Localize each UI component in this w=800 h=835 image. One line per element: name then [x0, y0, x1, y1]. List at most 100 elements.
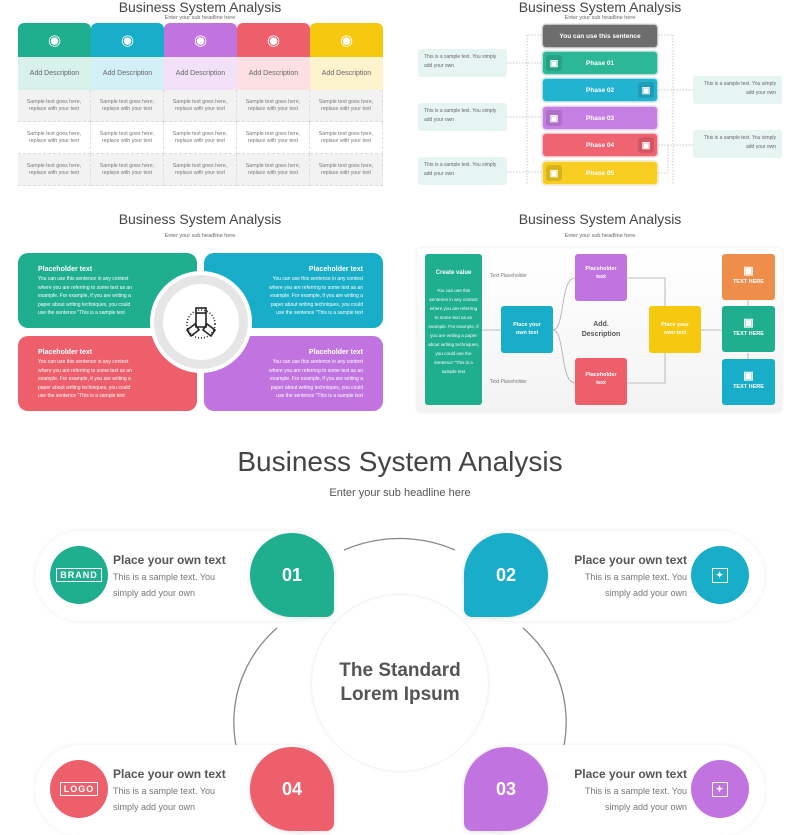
quad-heading: Placeholder text: [308, 349, 363, 356]
place-text-box-2: Place your own text: [649, 306, 701, 353]
table-cell: Sample text goes here, replace with your…: [18, 122, 91, 154]
item-line-1: This is a sample text. You: [113, 572, 216, 582]
column-header-2: ◉: [91, 23, 164, 57]
award-hands-icon: ✦: [691, 546, 749, 604]
output-label: TEXT HERE: [733, 384, 764, 390]
output-box-2: ▣ TEXT HERE: [722, 306, 775, 352]
phase-label: Phase 05: [585, 169, 615, 177]
panel1-title: Business System Analysis: [118, 0, 282, 15]
teamwork-hands-icon: [163, 284, 239, 360]
table-cell: Sample text goes here, replace with your…: [91, 154, 164, 186]
whiteboard-strategy-icon: ◉: [120, 32, 135, 49]
column-header-3: ◉: [164, 23, 237, 57]
add-description: Add. Description: [581, 321, 621, 338]
phase-4: ▣ Phase 04: [542, 133, 658, 157]
center-line-1: The Standard: [339, 660, 461, 681]
panel4-title: Business System Analysis: [518, 211, 682, 227]
step-number-01: 01: [250, 533, 334, 617]
hand-coin-icon: ◉: [193, 32, 208, 49]
item-line-1: This is a sample text. You: [584, 786, 687, 796]
table-cell: Sample text goes here, replace with your…: [91, 122, 164, 154]
item-heading: Place your own text: [113, 767, 226, 781]
quad-heading: Placeholder text: [38, 266, 93, 273]
placeholder-bottom-box: Placeholder text: [575, 358, 627, 405]
phase-label: Phase 01: [585, 59, 615, 67]
panel2-title: Business System Analysis: [518, 0, 682, 15]
table-cell: Sample text goes here, replace with your…: [310, 154, 383, 186]
laptop-icon: ▣: [546, 55, 562, 71]
table-cell: Sample text goes here, replace with your…: [18, 154, 91, 186]
quad-text: You can use this sentence in any context…: [38, 359, 132, 400]
column-header-4: ◉: [237, 23, 310, 57]
create-value-text: You can use this sentence in any context…: [428, 287, 479, 374]
table-cell: Sample text goes here, replace with your…: [164, 154, 237, 186]
calendar-icon: ▣: [743, 316, 754, 329]
output-box-3: ▣ TEXT HERE: [722, 359, 775, 405]
phase-header-text: You can use this sentence: [559, 32, 641, 40]
table-cell: Sample text goes here, replace with your…: [310, 122, 383, 154]
text-placeholder-bottom: Text Placeholder: [490, 379, 527, 385]
column-description: Add Description: [237, 57, 310, 90]
quad-text: You can use this sentence in any context…: [269, 276, 363, 317]
laptop-icon: ▣: [638, 82, 654, 98]
create-value-heading: Create value: [435, 270, 472, 276]
logo-design-icon: LOGO: [50, 760, 108, 818]
monitor-chart-icon: ▣: [743, 369, 754, 382]
panel3-subtitle: Enter your sub headline here: [164, 233, 236, 239]
text-placeholder-top: Text Placeholder: [490, 273, 527, 279]
item-line-1: This is a sample text. You: [584, 572, 687, 582]
presentation-team-icon: ◉: [47, 32, 62, 49]
brand-badge-icon: BRAND: [50, 546, 108, 604]
browser-gear-icon: ▣: [743, 264, 754, 277]
item-heading: Place your own text: [574, 553, 687, 567]
output-box-1: ▣TEXT HERE: [722, 254, 775, 300]
item-line-2: simply add your own: [604, 588, 687, 598]
table-cell: Sample text goes here, replace with your…: [237, 122, 310, 154]
panel2-subtitle: Enter your sub headline here: [564, 15, 636, 21]
connector-lines: [507, 34, 693, 185]
quad-heading: Placeholder text: [308, 266, 363, 273]
item-heading: Place your own text: [574, 767, 687, 781]
phase-label: Phase 02: [585, 86, 615, 94]
main-title: Business System Analysis: [237, 446, 563, 477]
step-number-03: 03: [464, 747, 548, 831]
item-line-2: simply add your own: [604, 802, 687, 812]
quad-heading: Placeholder text: [38, 349, 93, 356]
place-text-box-1: Place your own text: [501, 306, 553, 353]
table-cell: Sample text goes here, replace with your…: [237, 154, 310, 186]
phase-3: ▣Phase 03: [542, 106, 658, 130]
phase-header: You can use this sentence: [542, 24, 658, 48]
lightbulb-dollar-icon: ▣: [638, 137, 654, 153]
main-subtitle: Enter your sub headline here: [329, 487, 471, 499]
table-cell: Sample text goes here, replace with your…: [91, 90, 164, 122]
phase-label: Phase 04: [585, 141, 615, 149]
panel3-title: Business System Analysis: [118, 211, 282, 227]
panel4-subtitle: Enter your sub headline here: [564, 233, 636, 239]
table-cell: Sample text goes here, replace with your…: [164, 90, 237, 122]
target-cycle-icon: ◉: [339, 32, 354, 49]
table-cell: Sample text goes here, replace with your…: [237, 90, 310, 122]
column-header-5: ◉: [310, 23, 383, 57]
step-number-04: 04: [250, 747, 334, 831]
quad-text: You can use this sentence in any context…: [38, 276, 132, 317]
phase-5: ▣ Phase 05: [542, 161, 658, 185]
item-line-2: simply add your own: [113, 802, 196, 812]
side-note: This is a sample text. You simply add yo…: [693, 76, 782, 104]
calendar-chart-icon: ◉: [266, 32, 281, 49]
phase-2: ▣ Phase 02: [542, 78, 658, 102]
column-description: Add Description: [91, 57, 164, 90]
column-description: Add Description: [18, 57, 91, 90]
output-label: TEXT HERE: [733, 331, 764, 337]
column-description: Add Description: [310, 57, 383, 90]
target-icon: ▣: [546, 110, 562, 126]
panel1-subtitle: Enter your sub headline here: [164, 15, 236, 21]
center-circle: The Standard Lorem Ipsum: [312, 595, 488, 771]
document-icon: ▣: [546, 165, 562, 181]
side-note: This is a sample text. You simply add yo…: [693, 130, 782, 158]
phase-1: ▣ Phase 01: [542, 51, 658, 75]
